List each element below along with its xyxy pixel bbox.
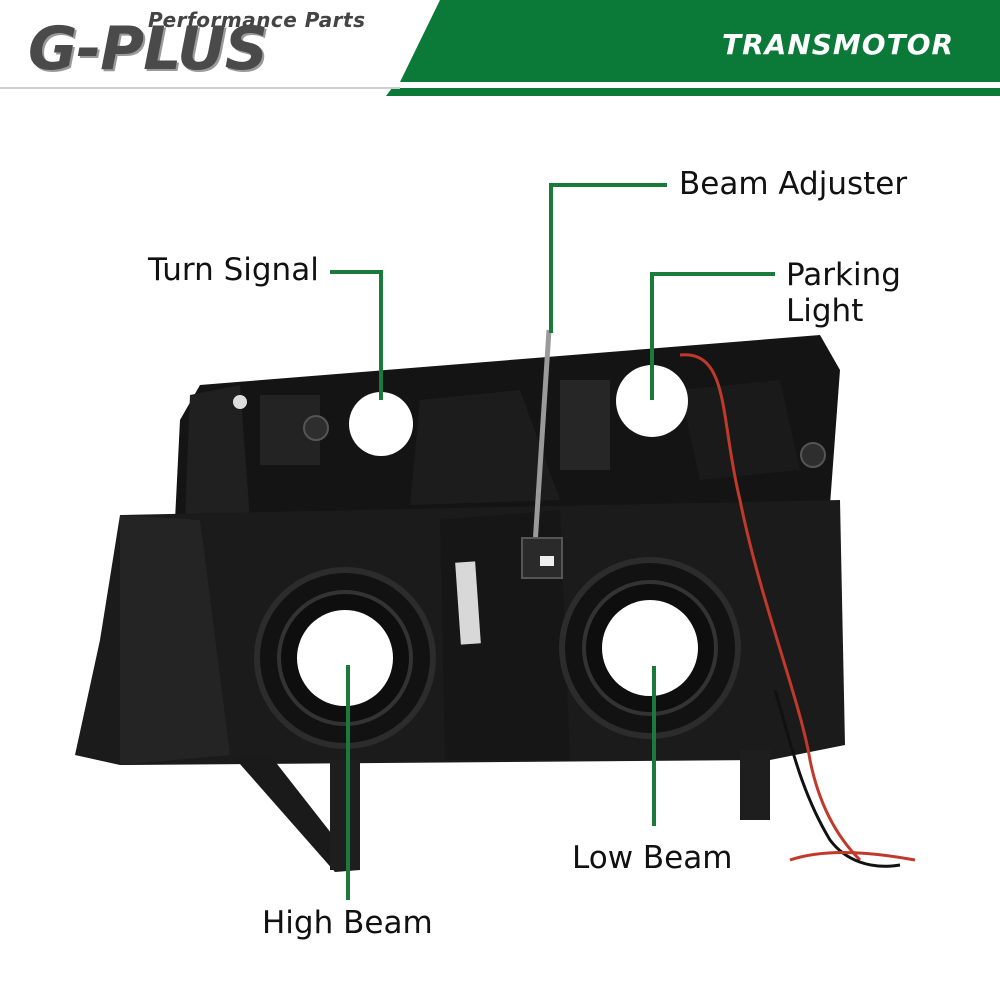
high-beam-label: High Beam: [262, 905, 433, 941]
logo-gplus: G-PLUS: [28, 14, 268, 84]
turn-signal-line-vertical: [379, 270, 383, 400]
turn-signal-label: Turn Signal: [148, 252, 319, 288]
header-banner: [0, 0, 1000, 96]
high-beam-line-vertical: [346, 665, 350, 900]
turn-signal-line-horizontal: [330, 270, 383, 274]
parking-light-label-line1: Parking: [786, 257, 901, 293]
brand-transmotor: TRANSMOTOR: [722, 28, 955, 61]
parking-light-line-vertical: [650, 272, 654, 400]
low-beam-line-vertical: [652, 666, 656, 826]
logo-tagline: Performance Parts: [148, 8, 366, 32]
low-beam-label: Low Beam: [572, 840, 733, 876]
parking-light-label-line2: Light: [786, 293, 864, 329]
beam-adjuster-label: Beam Adjuster: [679, 166, 908, 202]
beam-adjuster-line-horizontal: [549, 183, 667, 187]
beam-adjuster-line-vertical: [549, 183, 553, 333]
parking-light-line-horizontal: [650, 272, 775, 276]
